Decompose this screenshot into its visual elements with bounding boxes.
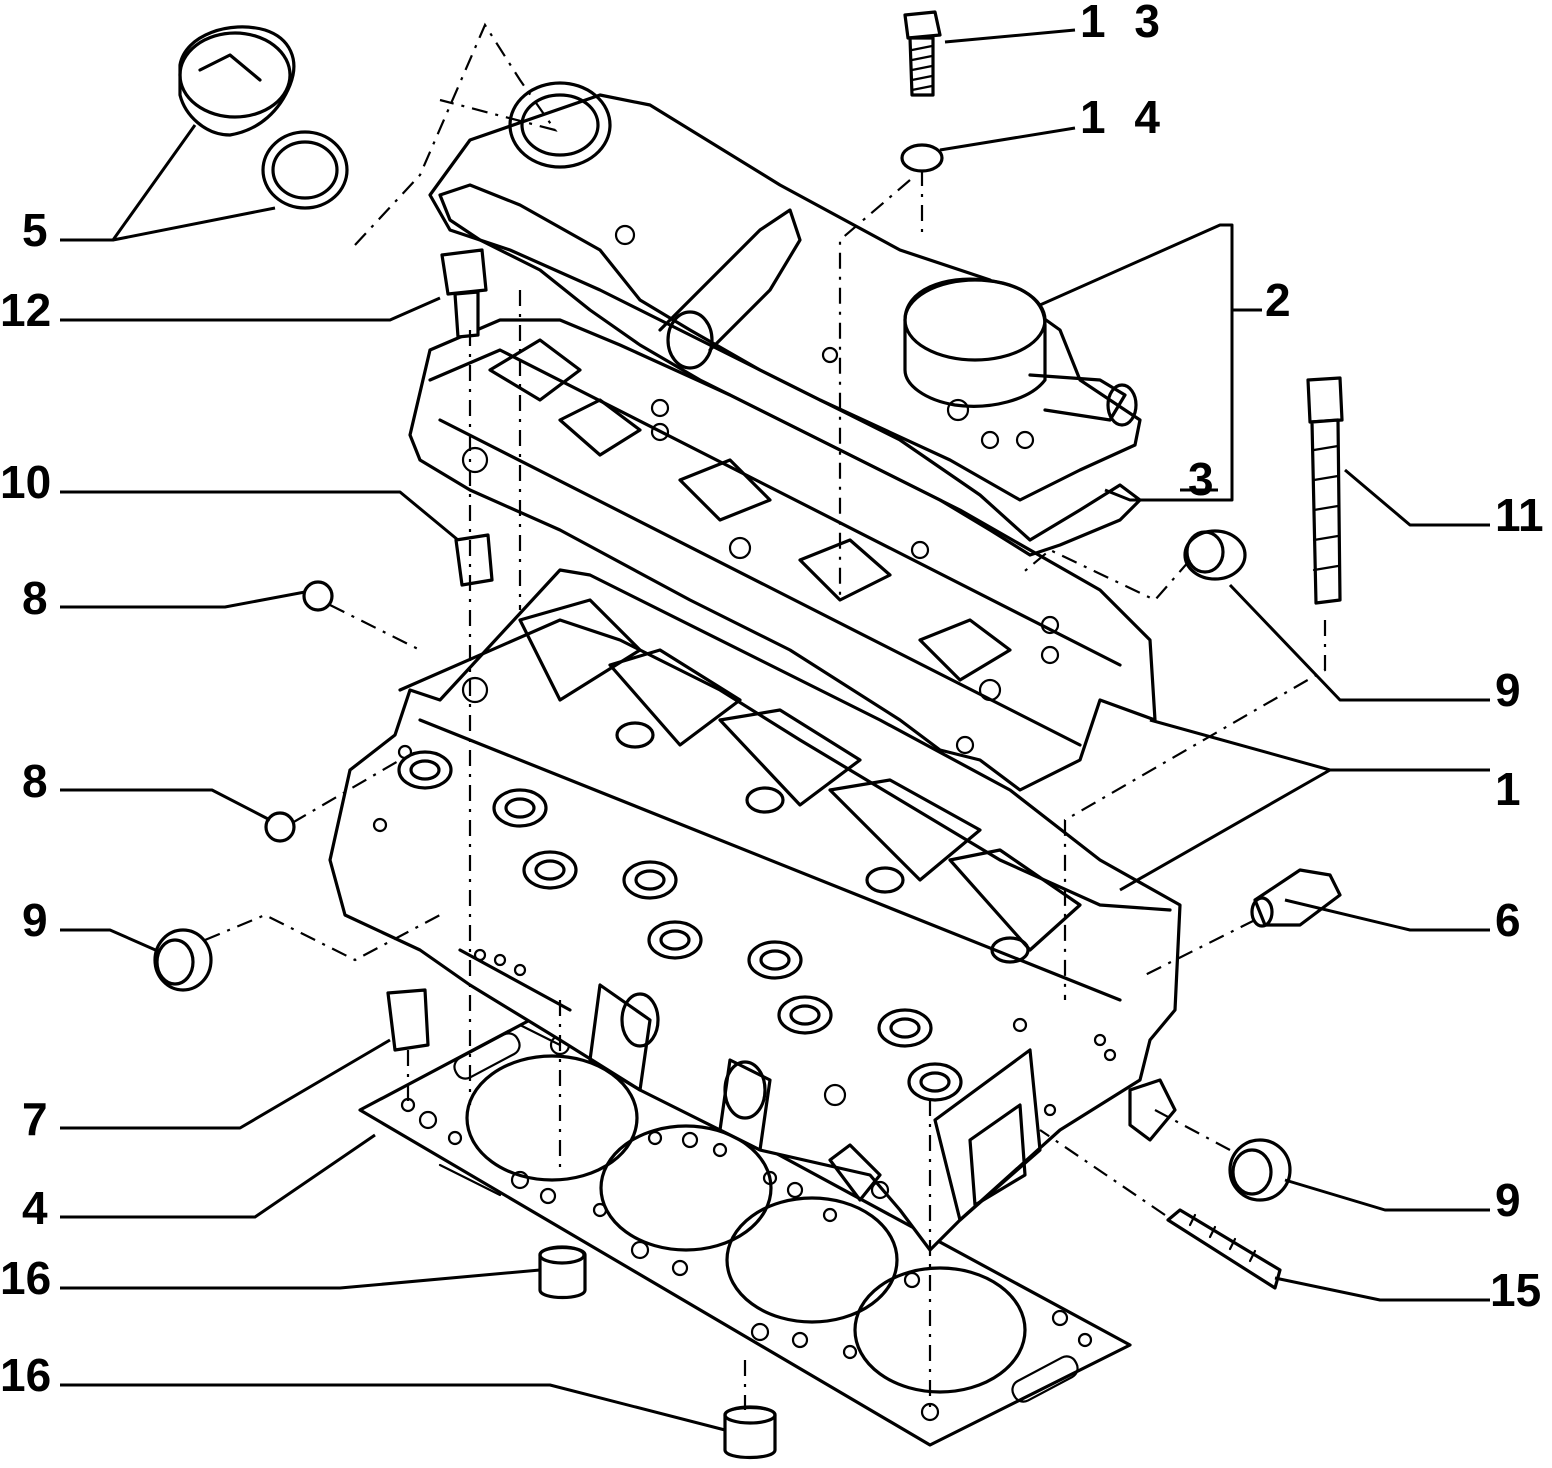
callout-11: 11 xyxy=(1495,489,1544,541)
bushing-upper-icon xyxy=(538,1245,587,1300)
callout-10: 10 xyxy=(0,456,51,508)
oil-cap-icon xyxy=(178,25,349,210)
callout-2: 2 xyxy=(1265,274,1291,326)
dowel-7-icon xyxy=(386,988,430,1052)
callout-labels: 1 3 1 4 5 12 2 3 10 11 8 9 1 8 9 6 7 4 9… xyxy=(0,0,1544,1401)
callout-5: 5 xyxy=(22,204,48,256)
plug-right-icon xyxy=(1228,1138,1292,1202)
cover-gasket-icon xyxy=(438,183,1142,557)
plug-upper-icon xyxy=(1183,529,1247,581)
callout-15: 15 xyxy=(1490,1264,1541,1316)
callout-6: 6 xyxy=(1495,894,1521,946)
callout-16-lower: 16 xyxy=(0,1349,51,1401)
callout-1: 1 xyxy=(1495,763,1521,815)
long-bolt-icon xyxy=(1306,376,1344,605)
cylinder-head-icon xyxy=(328,568,1182,1252)
callout-9-left: 9 xyxy=(22,894,48,946)
callout-13: 1 3 xyxy=(1080,0,1168,47)
callout-8-upper: 8 xyxy=(22,572,48,624)
callout-4: 4 xyxy=(22,1182,48,1234)
callout-9-right: 9 xyxy=(1495,1174,1521,1226)
plug-left-icon xyxy=(153,928,213,992)
washer-icon xyxy=(900,143,944,173)
dowel-10-icon xyxy=(454,533,494,587)
stud-icon xyxy=(1166,1208,1282,1290)
callout-14: 1 4 xyxy=(1080,91,1168,143)
bushing-lower-icon xyxy=(723,1405,777,1460)
leader-lines xyxy=(60,28,1490,1432)
callout-9-upper: 9 xyxy=(1495,664,1521,716)
cam-carrier-icon xyxy=(408,318,1157,792)
sensor-icon xyxy=(1250,868,1342,928)
callout-8-lower: 8 xyxy=(22,755,48,807)
callout-7: 7 xyxy=(22,1093,48,1145)
o-ring-upper-icon xyxy=(302,580,334,612)
callout-12: 12 xyxy=(0,284,51,336)
callout-16-upper: 16 xyxy=(0,1252,51,1304)
assembly-lines xyxy=(204,22,1327,1410)
valve-cover-icon xyxy=(428,81,1142,502)
callout-3: 3 xyxy=(1188,453,1214,505)
head-gasket-icon xyxy=(358,1018,1132,1447)
o-ring-lower-icon xyxy=(264,811,296,843)
bolt-12-icon xyxy=(440,248,488,339)
bolt-icon xyxy=(903,10,942,97)
